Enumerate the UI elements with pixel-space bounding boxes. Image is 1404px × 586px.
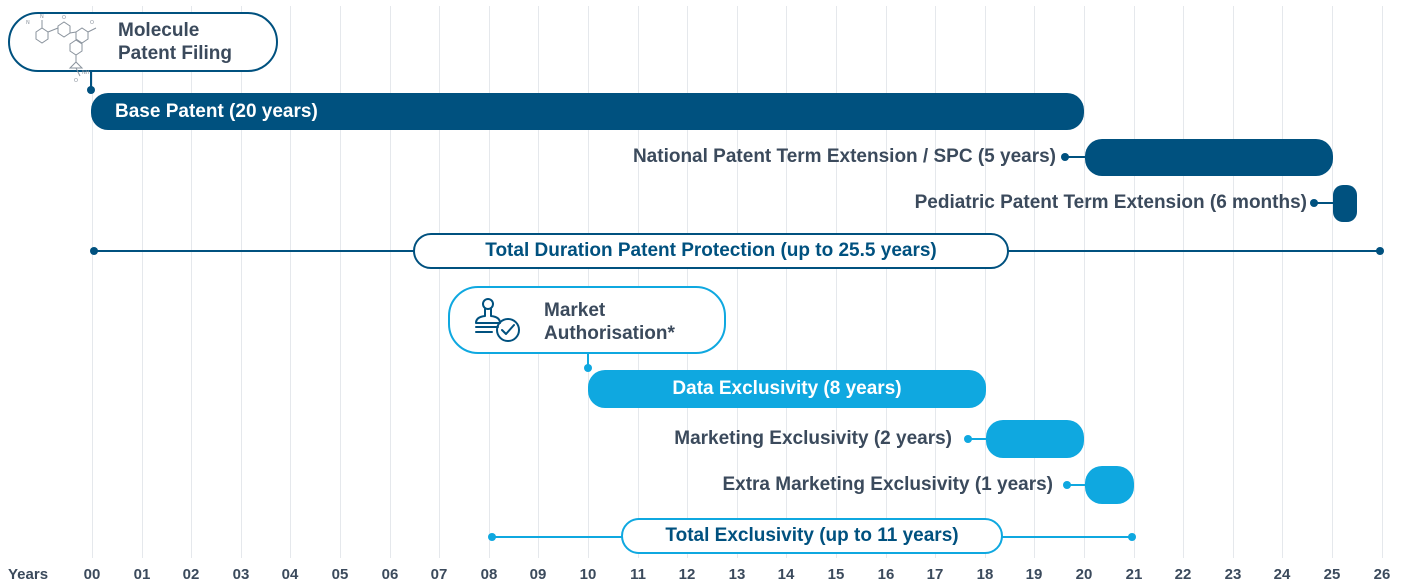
grid-line <box>737 6 738 558</box>
authorisation-connector <box>587 354 589 368</box>
year-tick-label: 07 <box>430 566 448 583</box>
grid-line <box>439 6 440 558</box>
year-tick-label: 09 <box>529 566 547 583</box>
grid-line <box>985 6 986 558</box>
year-tick-label: 08 <box>480 566 498 583</box>
year-tick-label: 22 <box>1174 566 1192 583</box>
total-patent-pill: Total Duration Patent Protection (up to … <box>413 233 1009 269</box>
total-patent-end-marker <box>1376 247 1384 255</box>
year-tick-label: 05 <box>331 566 349 583</box>
year-tick-label: 23 <box>1224 566 1242 583</box>
grid-line <box>241 6 242 558</box>
grid-line <box>538 6 539 558</box>
grid-line <box>886 6 887 558</box>
svg-text:O: O <box>62 15 66 21</box>
year-tick-label: 13 <box>728 566 746 583</box>
year-tick-label: 04 <box>281 566 299 583</box>
year-tick-label: 11 <box>630 566 646 583</box>
year-tick-label: 25 <box>1323 566 1341 583</box>
extra-marketing-bar <box>1085 466 1134 504</box>
extra-marketing-connector <box>1067 484 1087 486</box>
svg-text:O: O <box>74 78 78 84</box>
grid-line <box>1084 6 1085 558</box>
total-patent-start-marker <box>90 247 98 255</box>
svg-text:N: N <box>26 20 30 26</box>
year-tick-label: 12 <box>678 566 696 583</box>
total-exclusivity-label: Total Exclusivity (up to 11 years) <box>665 525 959 546</box>
spc-bar <box>1085 139 1333 176</box>
grid-line <box>1183 6 1184 558</box>
grid-line <box>786 6 787 558</box>
year-tick-label: 16 <box>877 566 895 583</box>
grid-line <box>1382 6 1383 558</box>
year-tick-label: 21 <box>1125 566 1143 583</box>
authorisation-title-line1: Market <box>544 300 606 321</box>
molecule-title-line2: Patent Filing <box>118 43 232 64</box>
molecule-marker <box>87 86 95 94</box>
spc-connector <box>1065 156 1087 158</box>
grid-line <box>1034 6 1035 558</box>
spc-label: National Patent Term Extension / SPC (5 … <box>632 146 1056 167</box>
base-patent-bar: Base Patent (20 years) <box>91 93 1084 130</box>
total-exclusivity-end-marker <box>1128 533 1136 541</box>
svg-text:N: N <box>40 14 44 20</box>
svg-text:O: O <box>90 20 94 26</box>
grid-line <box>1332 6 1333 558</box>
marketing-exclusivity-bar <box>986 420 1084 458</box>
molecule-title-line1: Molecule <box>118 20 200 41</box>
grid-line <box>1282 6 1283 558</box>
year-tick-label: 14 <box>777 566 795 583</box>
year-tick-label: 24 <box>1273 566 1291 583</box>
grid-line <box>390 6 391 558</box>
authorisation-marker <box>584 364 592 372</box>
year-tick-label: 01 <box>133 566 151 583</box>
year-tick-label: 15 <box>827 566 845 583</box>
year-tick-label: 00 <box>83 566 101 583</box>
year-tick-label: 18 <box>976 566 994 583</box>
grid-line <box>340 6 341 558</box>
grid-line <box>92 6 93 558</box>
total-exclusivity-pill: Total Exclusivity (up to 11 years) <box>621 518 1003 554</box>
year-tick-label: 26 <box>1373 566 1391 583</box>
year-tick-label: 19 <box>1025 566 1043 583</box>
year-tick-label: 10 <box>579 566 597 583</box>
grid-line <box>1233 6 1234 558</box>
grid-line <box>638 6 639 558</box>
pediatric-bar <box>1333 185 1357 222</box>
grid-line <box>1134 6 1135 558</box>
year-tick-label: 06 <box>381 566 399 583</box>
total-patent-label: Total Duration Patent Protection (up to … <box>485 240 937 261</box>
molecule-structure-icon: N N O O NH O <box>26 14 97 84</box>
extra-marketing-label: Extra Marketing Exclusivity (1 years) <box>722 474 1053 495</box>
year-tick-label: 20 <box>1075 566 1093 583</box>
grid-line <box>142 6 143 558</box>
grid-line <box>687 6 688 558</box>
year-tick-label: 03 <box>232 566 250 583</box>
marketing-exclusivity-connector <box>968 438 988 440</box>
total-exclusivity-start-marker <box>488 533 496 541</box>
molecule-patent-filing-callout: N N O O NH O Molecule Patent Filing <box>8 12 278 84</box>
grid-line <box>588 6 589 558</box>
grid-line <box>836 6 837 558</box>
stamp-check-icon <box>475 298 520 342</box>
base-patent-label: Base Patent (20 years) <box>115 100 318 122</box>
year-tick-label: 02 <box>182 566 200 583</box>
pediatric-label: Pediatric Patent Term Extension (6 month… <box>914 192 1307 213</box>
molecule-connector <box>90 72 92 90</box>
grid-line <box>290 6 291 558</box>
market-authorisation-callout: Market Authorisation* <box>448 286 726 354</box>
grid-line <box>489 6 490 558</box>
grid-line <box>191 6 192 558</box>
authorisation-title-line2: Authorisation* <box>544 323 675 344</box>
data-exclusivity-label: Data Exclusivity (8 years) <box>672 378 902 399</box>
axis-label: Years <box>8 566 49 583</box>
pediatric-connector <box>1314 202 1336 204</box>
svg-text:NH: NH <box>82 70 90 76</box>
marketing-exclusivity-label: Marketing Exclusivity (2 years) <box>674 428 952 449</box>
grid-line <box>935 6 936 558</box>
year-tick-label: 17 <box>926 566 944 583</box>
data-exclusivity-bar: Data Exclusivity (8 years) <box>588 370 986 408</box>
